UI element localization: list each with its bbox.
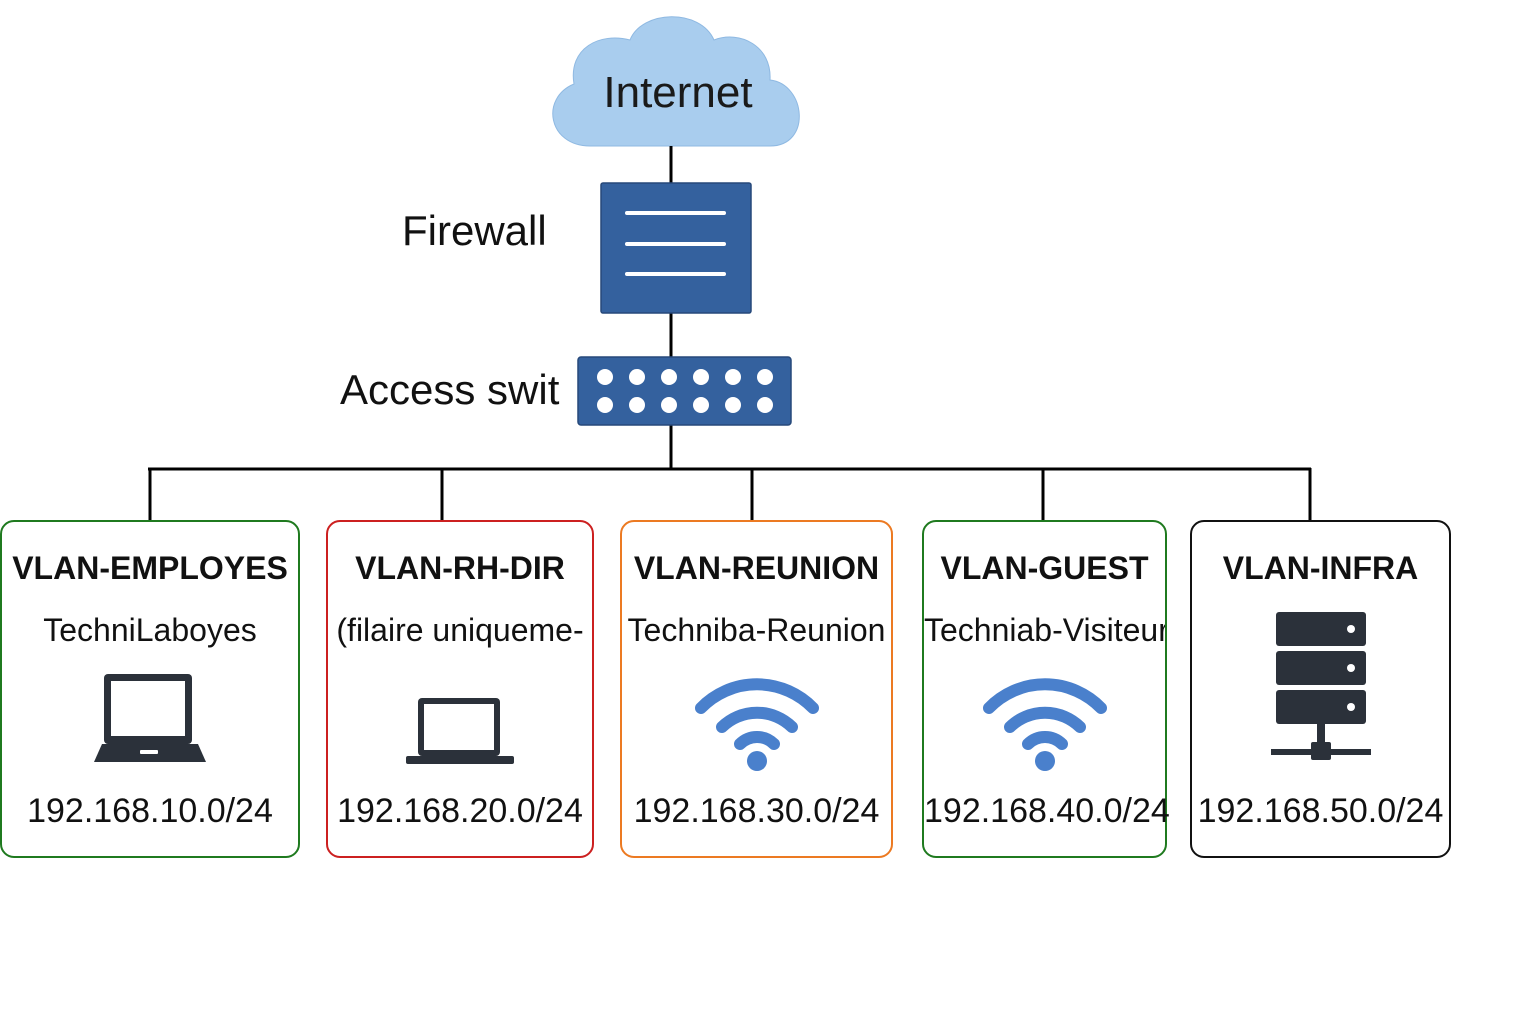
vlan-box-reunion: VLAN-REUNION Techniba-Reunion 192.168.30… — [620, 520, 893, 858]
vlan-subnet: 192.168.10.0/24 — [27, 792, 273, 830]
firewall-label: Firewall — [402, 207, 547, 254]
vlan-box-employes: VLAN-EMPLOYES TechniLaboyes 192.168.10.0… — [0, 520, 300, 858]
vlan-subnet: 192.168.40.0/24 — [924, 792, 1170, 830]
vlan-name: VLAN-GUEST — [940, 550, 1149, 586]
vlan-ssid: TechniLaboyes — [43, 612, 257, 648]
wifi-icon — [982, 678, 1107, 771]
vlan-box-infra: VLAN-INFRA 192.168.50.0/24 — [1190, 520, 1451, 858]
wifi-icon — [694, 678, 819, 771]
cloud-icon — [552, 16, 800, 147]
vlan-name: VLAN-REUNION — [633, 550, 880, 586]
vlan-box-guest: VLAN-GUEST Techniab-Visiteur 192.168.40.… — [922, 520, 1170, 858]
firewall-icon — [600, 182, 752, 314]
switch-icon — [577, 356, 792, 426]
vlan-subnet: 192.168.50.0/24 — [1197, 792, 1444, 830]
vlan-ssid: Techniab-Visiteur — [924, 612, 1165, 648]
vlan-subnet: 192.168.20.0/24 — [337, 792, 583, 830]
vlan-ssid: Techniba-Reunion — [627, 612, 886, 648]
laptop-icon — [406, 698, 514, 764]
vlan-ssid: (filaire uniqueme- — [336, 612, 584, 648]
server-icon — [1270, 612, 1371, 760]
vlan-box-rh-dir: VLAN-RH-DIR (filaire uniqueme- 192.168.2… — [326, 520, 594, 858]
switch-label: Access swit — [340, 366, 560, 413]
vlan-subnet: 192.168.30.0/24 — [633, 792, 880, 830]
vlan-name: VLAN-INFRA — [1222, 550, 1419, 586]
laptop-icon — [94, 674, 206, 762]
vlan-name: VLAN-RH-DIR — [355, 550, 565, 586]
internet-label: Internet — [603, 68, 753, 117]
vlan-name: VLAN-EMPLOYES — [12, 550, 288, 586]
